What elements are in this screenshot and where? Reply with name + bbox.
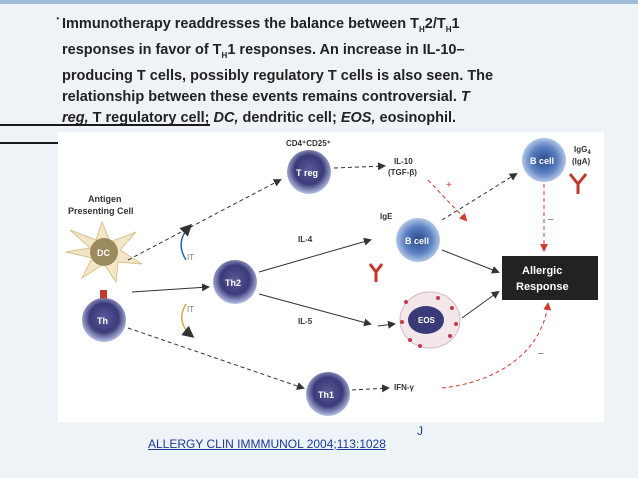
arrow-dc-treg — [127, 179, 282, 261]
mhc-tcr-contact — [100, 290, 107, 304]
th-cell: Th — [82, 298, 126, 342]
ifn-label: IFN-γ — [394, 383, 415, 392]
th1-label: Th1 — [318, 390, 334, 400]
arrow-eos-allergic — [461, 290, 500, 319]
b-cell-mid: B cell — [396, 218, 440, 262]
apc-label-1: Antigen — [88, 194, 122, 204]
caption-text: relationship between these events remain… — [62, 88, 461, 105]
caption-text: 2/T — [424, 16, 446, 32]
caption-sub: H — [418, 24, 425, 34]
arrow-dc-th2 — [131, 283, 210, 293]
caption-italic: DC, — [213, 109, 239, 126]
slide-top-border — [0, 0, 638, 4]
arrow-bcell-allergic — [441, 249, 500, 274]
apc-label-2: Presenting Cell — [68, 206, 134, 216]
caption-text: 1 — [451, 16, 460, 32]
figure-caption: Immunotherapy readdresses the balance be… — [62, 14, 602, 129]
caption-italic: reg, — [62, 109, 89, 126]
arrow-th2-il4 — [258, 237, 372, 273]
pathway-diagram: Antigen Presenting Cell DC Th Th2 CD4⁺CD… — [65, 138, 598, 416]
caption-line-1: Immunotherapy readdresses the balance be… — [62, 14, 602, 40]
treg-cell: T reg — [287, 150, 331, 194]
dc-cell: DC — [65, 220, 143, 284]
caption-italic: T — [460, 88, 470, 105]
ige-label: IgE — [380, 212, 393, 221]
igg-text: IgG — [574, 145, 587, 154]
plus-sign: + — [446, 180, 452, 191]
th1-cell: Th1 — [306, 372, 350, 416]
ige-antibody-icon — [368, 263, 384, 282]
eos-label: EOS — [418, 316, 436, 325]
allergic-response-box: Allergic Response — [502, 256, 598, 300]
caption-sub: H — [221, 50, 228, 60]
caption-line-4: relationship between these events remain… — [62, 87, 602, 108]
caption-text: Immunotherapy readdresses the balance be… — [62, 16, 419, 32]
caption-sub: H — [445, 24, 452, 34]
caption-italic: EOS, — [340, 109, 376, 126]
arrow-il10-red — [427, 179, 468, 222]
caption-text: dendritic cell; — [238, 109, 341, 126]
it-label-top: IT — [187, 253, 194, 262]
caption-text: 1 responses. An increase in IL-10– — [227, 41, 465, 58]
treg-marker: CD4⁺CD25⁺ — [286, 139, 331, 148]
it-arrow-down — [180, 303, 195, 338]
arrow-il5-eos — [377, 320, 396, 329]
it-label-bottom: IT — [187, 305, 194, 314]
arrow-th1-ifn — [351, 384, 390, 393]
caption-text: T regulatory cell; — [88, 109, 214, 126]
il4-label: IL-4 — [298, 235, 313, 244]
caption-text: responses in favor of T — [62, 41, 222, 58]
b-cell-mid-label: B cell — [405, 236, 429, 246]
arrow-th-th1 — [127, 327, 305, 390]
caption-line-5: reg, T regulatory cell; DC, dendritic ce… — [62, 108, 602, 129]
allergic-line-2: Response — [516, 281, 569, 293]
arrow-th2-il5 — [258, 293, 372, 327]
treg-label: T reg — [296, 168, 318, 178]
arrow-bcell-bcell — [441, 172, 518, 221]
igg-sub: 4 — [587, 150, 591, 156]
immunology-figure: Antigen Presenting Cell DC Th Th2 CD4⁺CD… — [58, 132, 604, 422]
allergic-line-1: Allergic — [522, 265, 562, 277]
iga-label: (IgA) — [572, 157, 591, 166]
il10-label: IL-10 — [394, 157, 413, 166]
th2-cell: Th2 — [213, 260, 257, 304]
citation-link[interactable]: ALLERGY CLIN IMMMUNOL 2004;113:1028 — [148, 437, 386, 451]
dc-label: DC — [97, 248, 110, 258]
tgf-label: (TGF-β) — [388, 168, 417, 177]
arrow-treg-il10 — [333, 162, 386, 171]
il5-label: IL-5 — [298, 317, 313, 326]
th-label: Th — [97, 316, 108, 326]
citation-j: J — [417, 424, 423, 438]
b-cell-top-label: B cell — [530, 156, 554, 166]
caption-line-2: responses in favor of TH1 responses. An … — [62, 40, 602, 66]
igg-antibody-icon — [568, 173, 588, 194]
b-cell-top: B cell — [522, 138, 566, 182]
eos-cell: EOS — [399, 291, 461, 349]
arrow-ifn-inhibit — [441, 302, 552, 389]
minus-sign-1: – — [548, 214, 554, 225]
minus-sign-2: – — [538, 348, 544, 359]
th2-label: Th2 — [225, 278, 241, 288]
it-arrow-up — [179, 223, 193, 261]
igg-label: IgG4 — [574, 145, 591, 156]
caption-text: eosinophil. — [375, 109, 457, 126]
bullet-marker: ● — [56, 16, 60, 22]
strike-rule-1 — [0, 124, 210, 126]
caption-line-3: producing T cells, possibly regulatory T… — [62, 67, 494, 84]
